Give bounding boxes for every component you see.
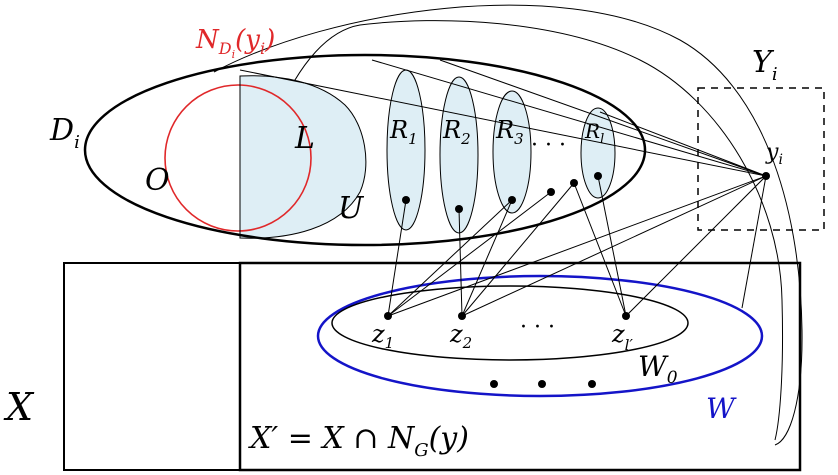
vertex-Rl (594, 172, 602, 180)
label-z2: z2 (449, 320, 472, 352)
box-Y-i (697, 87, 825, 231)
dot-W-1 (490, 380, 498, 388)
label-y-i: yi (765, 140, 783, 168)
edge-dot1-z1 (387, 191, 552, 317)
edge-R3-z1 (387, 199, 513, 317)
label-R2: R2 (442, 116, 471, 148)
ellipse-R1 (386, 69, 426, 231)
label-D-i: Di (49, 113, 80, 153)
vertex-z2 (458, 312, 466, 320)
edge-dot2-z2 (461, 182, 575, 317)
edge-yi-N (239, 69, 767, 177)
circle-N-Di-yi (164, 84, 312, 232)
edge-yi-top2 (439, 59, 767, 177)
vertex-zl (622, 312, 630, 320)
vertices (384, 172, 770, 388)
edge-yi-W (741, 175, 767, 309)
vertex-dot2 (570, 179, 578, 187)
edges-from-yi (239, 59, 767, 317)
curve-outer-2 (274, 20, 784, 441)
edges-R-z (387, 175, 627, 317)
edge-R3-z2 (461, 199, 513, 317)
edge-yi-zl (625, 175, 767, 317)
ellipse-W (316, 274, 764, 398)
dot-W-3 (588, 380, 596, 388)
label-R-dots: · · · (531, 133, 566, 158)
vertex-dot1 (547, 188, 555, 196)
label-U: U (338, 191, 365, 226)
edge-yi-Rl (599, 111, 767, 177)
ellipse-W0 (331, 285, 689, 361)
vertex-R2 (455, 205, 463, 213)
vertex-R3 (508, 196, 516, 204)
label-zl: zl′ (611, 320, 633, 354)
label-W: W (706, 392, 737, 425)
edge-Rl-zl (597, 175, 627, 317)
dot-W-2 (538, 380, 546, 388)
label-W0: W0 (638, 350, 678, 388)
box-X-prime (238, 261, 802, 472)
edge-yi-z1 (387, 175, 767, 317)
label-L: L (294, 121, 315, 156)
ellipse-D-i (83, 53, 647, 247)
label-Y-i: Yi (752, 45, 778, 85)
edge-yi-top1 (371, 59, 767, 177)
edge-dot2-zl (573, 182, 627, 317)
label-R1: R1 (389, 116, 418, 148)
ellipse-Rl (580, 107, 616, 199)
label-N-Di-yi: NDi(yi) (195, 25, 275, 61)
label-Rl: Rl (584, 119, 604, 147)
label-z-dots: · · · (520, 315, 555, 340)
edge-R2-z2 (458, 208, 463, 317)
vertex-R1 (402, 196, 410, 204)
label-O: O (145, 163, 170, 198)
label-X: X (3, 385, 35, 429)
edge-yi-z2 (461, 175, 767, 317)
vertex-yi (762, 172, 770, 180)
labels: NDi(yi) Yi Di O L U R1 R2 R3 Rl · · · yi… (3, 25, 783, 461)
edge-R1-z1 (387, 199, 407, 317)
vertex-z1 (384, 312, 392, 320)
label-R3: R3 (495, 116, 524, 148)
ellipse-R3 (492, 90, 532, 214)
label-X-prime: X′ = X ∩ NG(y) (248, 421, 469, 461)
label-z1: z1 (371, 320, 394, 352)
